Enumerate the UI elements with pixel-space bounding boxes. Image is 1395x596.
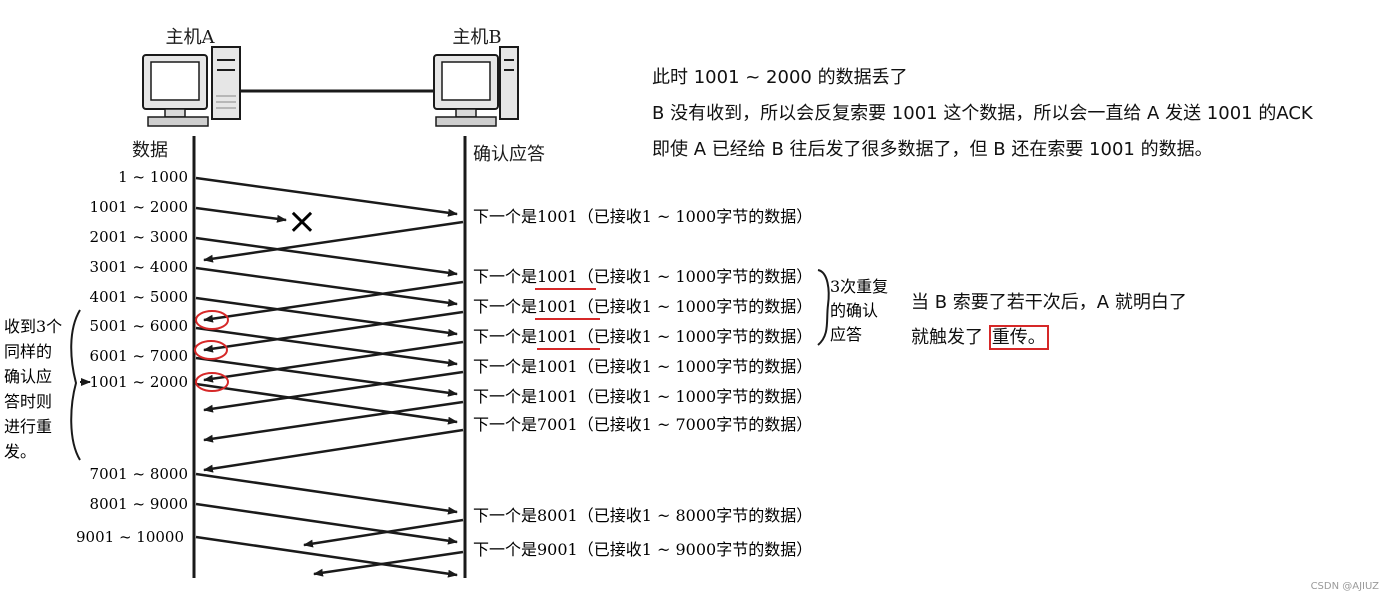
segment-label: 5001 ~ 6000 [90,317,188,335]
annotation-line-3: 即使 A 已经给 B 往后发了很多数据了，但 B 还在索要 1001 的数据。 [652,139,1213,160]
retransmit-note-line: 确认应 [4,367,52,386]
host-a-label: 主机A [166,27,216,48]
segment-label: 3001 ~ 4000 [90,258,188,276]
ack-arrival-circle [194,340,228,360]
data-arrow [195,472,458,515]
ack-label: 下一个是1001（已接收1 ~ 1000字节的数据） [473,267,812,286]
dup-ack-note-line: 的确认 [830,301,878,320]
retransmit-note-line: 答时则 [4,392,52,411]
segment-label: 1001 ~ 2000 [90,198,188,216]
ack-arrival-circle [195,372,229,392]
ack-label: 下一个是7001（已接收1 ~ 7000字节的数据） [473,415,812,434]
ack-label: 下一个是1001（已接收1 ~ 1000字节的数据） [473,297,812,316]
retransmit-brace [70,309,81,461]
data-arrow [195,296,458,337]
segment-label: 2001 ~ 3000 [90,228,188,246]
segment-label: 6001 ~ 7000 [90,347,188,365]
dup-ack-note-line: 应答 [830,325,862,344]
ack-arrow [203,220,464,263]
data-column-header: 数据 [132,140,168,161]
retransmit-note-line: 收到3个 [4,317,62,336]
retransmit-note-line: 进行重 [4,417,52,436]
ack-label: 下一个是1001（已接收1 ~ 1000字节的数据） [473,207,812,226]
retransmit-note-line: 发。 [4,442,36,461]
lost-marker-icon: × [287,201,317,242]
data-arrow-retransmit [195,382,458,425]
ack-arrow [203,310,464,353]
host-a-computer-icon [142,46,241,127]
data-arrow-lost [195,206,287,223]
data-arrow [195,266,458,307]
ack-arrow [203,428,464,473]
ack-arrow [203,340,464,383]
watermark: CSDN @AJIUZ [1310,581,1379,592]
annotation-line-2: B 没有收到，所以会反复索要 1001 这个数据，所以会一直给 A 发送 100… [652,103,1313,124]
dup-ack-note-line: 3次重复 [830,277,888,296]
ack-arrow [303,518,464,548]
ack-arrow [313,550,464,577]
data-arrow [195,326,458,367]
segment-label: 1 ~ 1000 [118,168,188,186]
segment-label: 9001 ~ 10000 [76,528,184,546]
data-arrow [195,236,458,277]
segment-label-retransmit: 1001 ~ 2000 [90,373,188,391]
ack-label: 下一个是9001（已接收1 ~ 9000字节的数据） [473,540,812,559]
host-b-computer-icon [433,46,519,127]
data-arrow [195,502,458,545]
ack-arrow [203,370,464,413]
retransmit-highlight-box: 重传。 [988,325,1049,350]
ack-arrow [203,400,464,443]
retransmit-note-line: 同样的 [4,342,52,361]
data-arrow [195,356,458,397]
ack-arrow [203,280,464,323]
annotation-line-5-prefix: 就触发了 [911,327,983,348]
ack-label: 下一个是1001（已接收1 ~ 1000字节的数据） [473,357,812,376]
segment-label: 4001 ~ 5000 [90,288,188,306]
segment-label: 8001 ~ 9000 [90,495,188,513]
data-arrow [195,176,458,217]
ack-column-header: 确认应答 [473,144,545,165]
ack-label: 下一个是8001（已接收1 ~ 8000字节的数据） [473,506,812,525]
segment-label: 7001 ~ 8000 [90,465,188,483]
dup-ack-brace [817,269,830,346]
annotation-line-4: 当 B 索要了若干次后，A 就明白了 [911,292,1187,313]
ack-label: 下一个是1001（已接收1 ~ 1000字节的数据） [473,387,812,406]
data-arrow [195,535,458,578]
ack-arrival-circle [195,310,229,330]
annotation-line-1: 此时 1001 ~ 2000 的数据丢了 [652,67,908,88]
ack-label: 下一个是1001（已接收1 ~ 1000字节的数据） [473,327,812,346]
host-b-label: 主机B [452,27,501,48]
annotation-line-5: 就触发了 重传。 [911,320,1049,356]
